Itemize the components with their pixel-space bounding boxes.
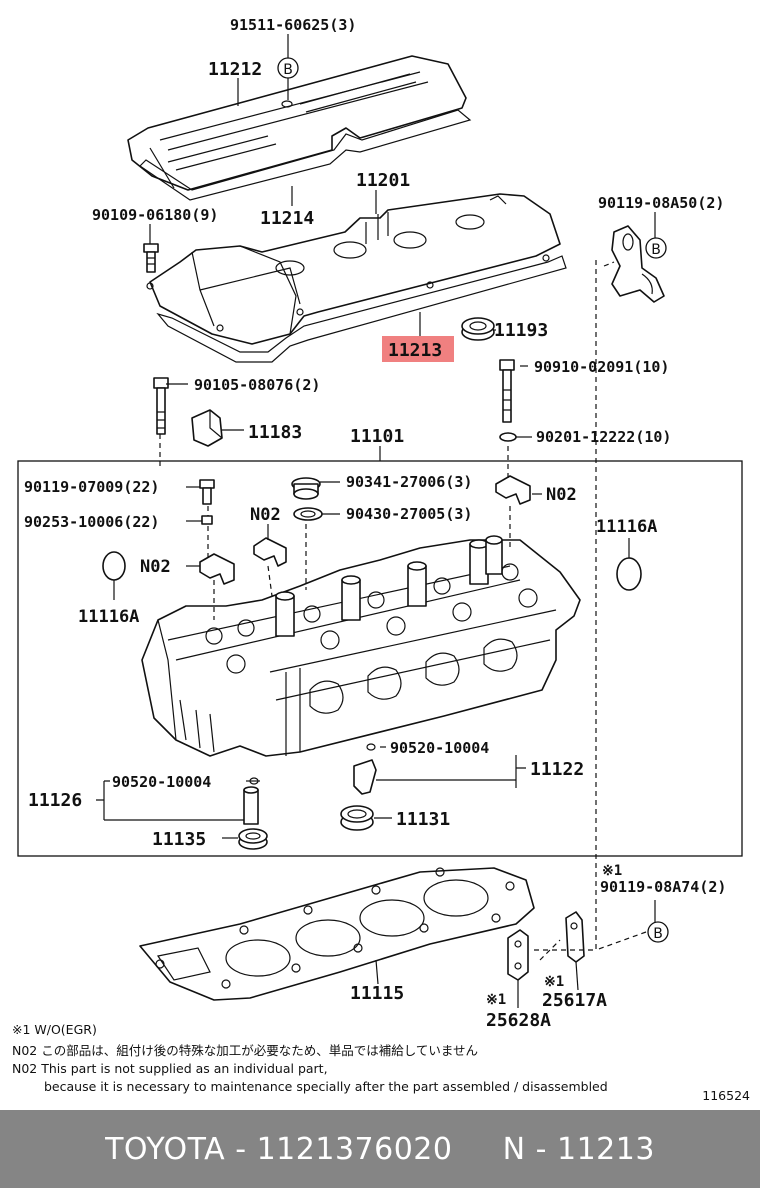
note-line-4: because it is necessary to maintenance s… — [44, 1079, 608, 1094]
label-11116a-right: 11116A — [596, 517, 657, 537]
bolt-90910 — [499, 359, 515, 423]
label-90119-08a50: 90119-08A50(2) — [598, 194, 724, 212]
label-mark1-25628: ※1 — [486, 992, 506, 1008]
bolt-90105 — [153, 377, 169, 435]
b-mark-bottom: B — [647, 921, 669, 943]
label-11214: 11214 — [260, 208, 314, 229]
cap-n02-center — [253, 537, 287, 567]
bolt-90119-07009 — [199, 479, 215, 505]
label-mark1-top: ※1 — [602, 863, 622, 879]
label-11115: 11115 — [350, 983, 404, 1004]
seal-11131 — [340, 805, 374, 831]
label-90910-02091: 90910-02091(10) — [534, 358, 669, 376]
label-11201: 11201 — [356, 170, 410, 191]
label-11212: 11212 — [208, 59, 262, 80]
label-25617a: 25617A — [542, 990, 607, 1011]
plug-90341 — [291, 477, 321, 500]
seal-11135 — [238, 828, 268, 850]
bracket-90119-08a50 — [611, 225, 665, 303]
part-number-text: TOYOTA - 1121376020 N - 11213 — [105, 1131, 655, 1167]
label-90109-06180: 90109-06180(9) — [92, 206, 218, 224]
label-11135: 11135 — [152, 829, 206, 850]
note-line-3: N02 This part is not supplied as an indi… — [12, 1061, 328, 1076]
label-90201-12222: 90201-12222(10) — [536, 428, 671, 446]
figure-number: 116524 — [702, 1088, 750, 1103]
part-labels: 91511-60625(3) 11212 11201 11214 90109-0… — [24, 16, 726, 1031]
label-11101: 11101 — [350, 426, 404, 447]
head-gasket — [139, 867, 535, 1001]
label-90520-10004-b: 90520-10004 — [112, 773, 211, 791]
plug-11183 — [191, 409, 223, 447]
label-90119-07009: 90119-07009(22) — [24, 478, 159, 496]
washer-90201 — [499, 432, 517, 442]
svg-text:B: B — [651, 242, 661, 258]
label-11193: 11193 — [494, 320, 548, 341]
b-mark-right: B — [645, 237, 667, 259]
label-mark1-25617: ※1 — [544, 974, 564, 990]
cap-n02-right — [495, 475, 531, 505]
cylinder-head — [141, 535, 581, 757]
valve-guide-11126 — [243, 786, 259, 825]
label-90520-10004-a: 90520-10004 — [390, 739, 489, 757]
washer-90253 — [201, 515, 213, 525]
valve-guide-11122 — [353, 759, 377, 795]
valve-cover-gasket-11214 — [139, 109, 472, 201]
label-n02-center: N02 — [250, 505, 281, 525]
label-90341-27006: 90341-27006(3) — [346, 473, 472, 491]
part-number-banner: TOYOTA - 1121376020 N - 11213 — [0, 1110, 760, 1188]
plug-11116a-left — [102, 551, 126, 581]
leader-lines — [96, 34, 656, 1008]
cap-n02-left — [199, 553, 235, 585]
label-11131: 11131 — [396, 809, 450, 830]
footnotes: ※1 W/O(EGR) N02 この部品は、組付け後の特殊な加工が必要なため、単… — [12, 1022, 750, 1103]
b-mark-top: B — [277, 57, 299, 79]
svg-text:B: B — [653, 926, 663, 942]
label-90430-27005: 90430-27005(3) — [346, 505, 472, 523]
label-11213: 11213 — [388, 340, 442, 361]
clip-90520-a — [366, 743, 376, 751]
label-n02-left: N02 — [140, 557, 171, 577]
dashed-lines — [159, 260, 647, 961]
svg-text:B: B — [283, 62, 293, 78]
label-90253-10006: 90253-10006(22) — [24, 513, 159, 531]
label-91511-60625: 91511-60625(3) — [230, 16, 356, 34]
cylinder-head-cover — [146, 193, 561, 345]
cover-gasket-11213 — [156, 255, 567, 363]
seal-ring-11193 — [461, 317, 495, 341]
gasket-90430 — [293, 507, 323, 521]
plate-25617a — [565, 911, 585, 963]
parts-diagram: B B B 91511-60625(3) 11212 11201 11214 9… — [12, 16, 750, 1103]
label-25628a: 25628A — [486, 1010, 551, 1031]
note-line-1: ※1 W/O(EGR) — [12, 1022, 97, 1037]
plate-25628a — [507, 929, 529, 981]
note-line-2: N02 この部品は、組付け後の特殊な加工が必要なため、単品では補給していません — [12, 1043, 478, 1058]
label-11122: 11122 — [530, 759, 584, 780]
plug-11116a-right — [616, 557, 642, 591]
label-90105-08076: 90105-08076(2) — [194, 376, 320, 394]
label-n02-right: N02 — [546, 485, 577, 505]
label-11183: 11183 — [248, 422, 302, 443]
label-11116a-left: 11116A — [78, 607, 139, 627]
highlight-box-11213 — [382, 336, 454, 362]
label-90119-08a74: 90119-08A74(2) — [600, 878, 726, 896]
label-11126: 11126 — [28, 790, 82, 811]
bolt-90109 — [143, 243, 159, 273]
